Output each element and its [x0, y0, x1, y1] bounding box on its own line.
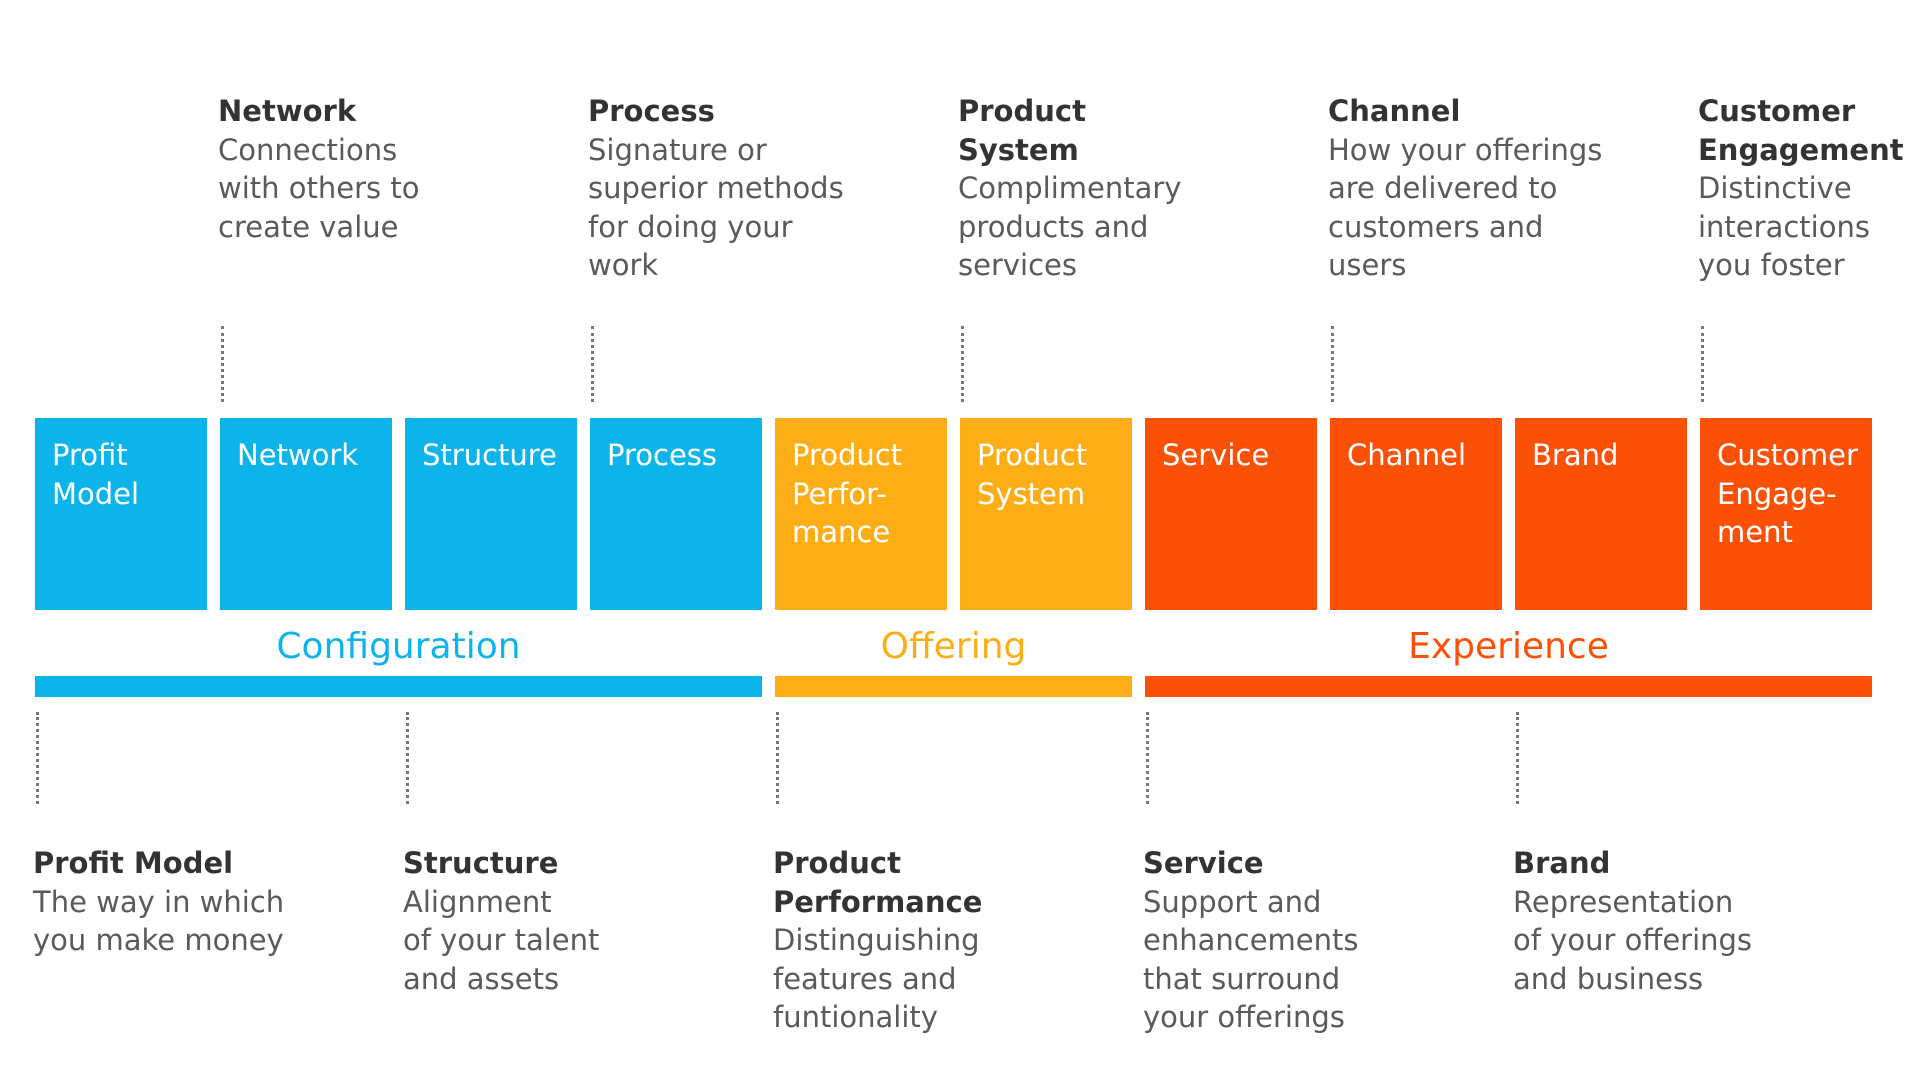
top-desc-text: How your offerings are delivered to cust… — [1328, 132, 1603, 283]
top-desc-text: Connections with others to create value — [218, 132, 420, 244]
bottom-desc-text: The way in which you make money — [33, 884, 285, 958]
box-process: Process — [590, 418, 762, 610]
top-desc-title: Customer Engagement — [1698, 94, 1904, 167]
top-desc-text: Distinctive interactions you foster — [1698, 171, 1870, 282]
box-network: Network — [220, 418, 392, 610]
box-customer-engage-ment: Customer Engage- ment — [1700, 418, 1872, 610]
top-desc-text: Signature or superior methods for doing … — [588, 132, 844, 283]
top-desc-title: Process — [588, 94, 715, 128]
box-brand: Brand — [1515, 418, 1687, 610]
bottom-desc-text: Alignment of your talent and assets — [403, 884, 600, 996]
bottom-desc-text: Representation of your offerings and bus… — [1513, 884, 1753, 996]
box-product-system: Product System — [960, 418, 1132, 610]
bottom-desc-title: Structure — [403, 846, 559, 880]
top-desc-title: Channel — [1328, 94, 1461, 128]
group-label-experience: Experience — [1408, 626, 1609, 667]
group-label-offering: Offering — [880, 626, 1027, 667]
bottom-connector-line — [36, 712, 39, 804]
bottom-desc-text: Distinguishing features and funtionality — [773, 923, 980, 1034]
bottom-connector-line — [776, 712, 779, 804]
bottom-desc-text: Support and enhancements that surround y… — [1143, 884, 1359, 1035]
bottom-desc-title: Brand — [1513, 846, 1611, 880]
group-bar-configuration — [35, 676, 762, 697]
top-connector-line — [1331, 326, 1334, 402]
box-structure: Structure — [405, 418, 577, 610]
top-desc-title: Product System — [958, 94, 1086, 167]
top-connector-line — [221, 326, 224, 402]
bottom-connector-line — [406, 712, 409, 804]
top-desc-text: Complimentary products and services — [958, 171, 1182, 282]
group-bar-offering — [775, 676, 1132, 697]
group-bar-experience — [1145, 676, 1872, 697]
top-connector-line — [591, 326, 594, 402]
group-label-configuration: Configuration — [276, 626, 521, 667]
top-desc-title: Network — [218, 94, 357, 128]
box-channel: Channel — [1330, 418, 1502, 610]
top-connector-line — [961, 326, 964, 402]
bottom-connector-line — [1516, 712, 1519, 804]
bottom-desc-title: Service — [1143, 846, 1264, 880]
box-profit-model: Profit Model — [35, 418, 207, 610]
bottom-desc-title: Profit Model — [33, 846, 234, 880]
box-service: Service — [1145, 418, 1317, 610]
box-product-perfor-mance: Product Perfor- mance — [775, 418, 947, 610]
bottom-desc-title: Product Performance — [773, 846, 983, 919]
bottom-connector-line — [1146, 712, 1149, 804]
top-connector-line — [1701, 326, 1704, 402]
